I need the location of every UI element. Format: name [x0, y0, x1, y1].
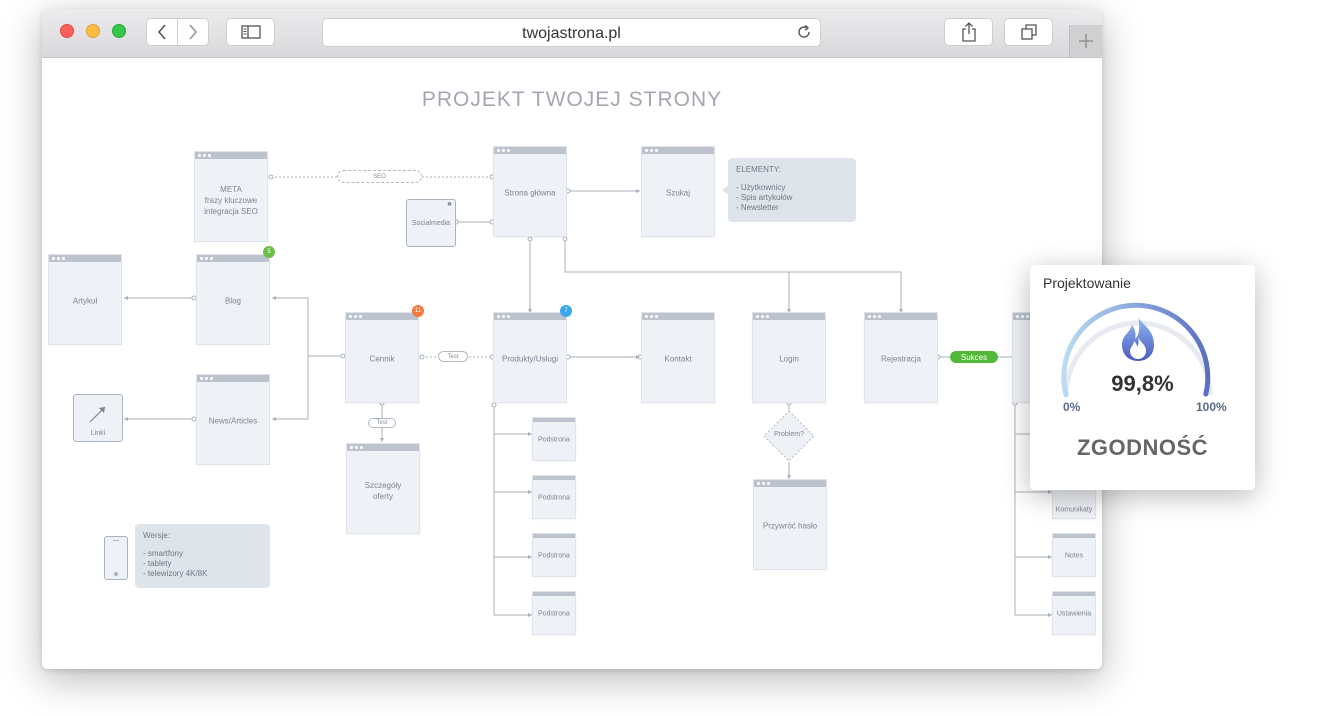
sukces-pill: Sukces	[950, 351, 998, 363]
gauge-track	[1063, 320, 1213, 396]
close-icon: ✖	[446, 202, 452, 208]
page-podstrona-1[interactable]: Podstrona	[532, 417, 576, 461]
wersje-bubble: Wersje: - smartfony - tablety - telewizo…	[135, 524, 270, 588]
card-value: 99,8%	[1111, 371, 1174, 396]
page-kontakt[interactable]: Kontakt	[641, 312, 715, 403]
page-produkty-uslugi[interactable]: Produkty/Usługi	[493, 312, 567, 403]
phone-icon	[104, 536, 128, 580]
forward-button[interactable]	[177, 18, 209, 46]
page-artykul[interactable]: Artykuł	[48, 254, 122, 345]
page-szukaj[interactable]: Szukaj	[641, 146, 715, 237]
close-window-button[interactable]	[60, 24, 74, 38]
diagram-title: PROJEKT TWOJEJ STRONY	[421, 88, 723, 111]
projektowanie-card: Projektowanie 99,8% 0% 100% ZGODNOŚĆ	[1030, 265, 1255, 490]
new-tab-button[interactable]	[1069, 25, 1102, 57]
maximize-window-button[interactable]	[112, 24, 126, 38]
gauge-min-label: 0%	[1063, 400, 1081, 414]
gauge-max-label: 100%	[1196, 400, 1227, 414]
page-przywroc-haslo[interactable]: Przywróć hasło	[753, 479, 827, 570]
reload-icon[interactable]	[796, 24, 812, 40]
test-pill-horizontal: Test	[438, 351, 468, 362]
flame-icon	[1122, 317, 1154, 361]
socialmedia-node[interactable]: ✖ Socialmedia	[406, 199, 456, 247]
forward-icon	[189, 24, 198, 40]
page-szczegoly-oferty[interactable]: Szczegóły oferty	[346, 443, 420, 534]
gauge	[1061, 302, 1213, 398]
connector-lines	[124, 174, 1052, 617]
browser-window: twojastrona.pl PROJEKT TWOJEJ STRONY	[42, 9, 1102, 669]
share-button[interactable]	[944, 18, 993, 46]
page-podstrona-3[interactable]: Podstrona	[532, 533, 576, 577]
address-bar[interactable]: twojastrona.pl	[322, 18, 821, 47]
page-strona-glowna[interactable]: Strona główna	[493, 146, 567, 237]
problem-decision-shape	[763, 410, 815, 462]
cennik-badge: 11	[412, 305, 424, 317]
page-podstrona-2[interactable]: Podstrona	[532, 475, 576, 519]
tabs-icon	[1020, 24, 1037, 40]
share-icon	[961, 22, 976, 42]
page-cennik[interactable]: Cennik	[345, 312, 419, 403]
page-meta[interactable]: META frazy kluczowe integracja SEO	[194, 151, 268, 242]
plus-icon	[1079, 34, 1093, 48]
minimize-window-button[interactable]	[86, 24, 100, 38]
gauge-fill	[1061, 302, 1211, 398]
page-blog[interactable]: Blog	[196, 254, 270, 345]
card-label: ZGODNOŚĆ	[1076, 435, 1209, 460]
back-icon	[157, 24, 166, 40]
page-notes[interactable]: Notes	[1052, 533, 1096, 577]
test-pill-vertical: Test	[368, 418, 396, 428]
linki-node[interactable]: Linki	[73, 394, 123, 442]
bubble-pointer	[722, 184, 730, 196]
url-text: twojastrona.pl	[522, 25, 621, 42]
card-title: Projektowanie	[1043, 275, 1131, 291]
back-button[interactable]	[146, 18, 178, 46]
sidebar-button[interactable]	[226, 18, 275, 46]
page-content: PROJEKT TWOJEJ STRONY	[42, 58, 1102, 669]
page-podstrona-4[interactable]: Podstrona	[532, 591, 576, 635]
problem-label: Problem?	[774, 431, 804, 438]
page-ustawienia[interactable]: Ustawienia	[1052, 591, 1096, 635]
seo-pill: SEO	[337, 170, 422, 183]
page-login[interactable]: Login	[752, 312, 826, 403]
blog-badge: 5	[263, 246, 275, 258]
page-news-articles[interactable]: News/Articles	[196, 374, 270, 465]
elementy-bubble: ELEMENTY: - Użytkownicy - Spis artykułów…	[728, 158, 856, 222]
arrow-icon	[89, 406, 106, 423]
tabs-button[interactable]	[1004, 18, 1053, 46]
sidebar-icon	[240, 25, 261, 39]
page-rejestracja[interactable]: Rejestracja	[864, 312, 938, 403]
browser-toolbar: twojastrona.pl	[42, 9, 1102, 58]
produkty-badge: 7	[560, 305, 572, 317]
